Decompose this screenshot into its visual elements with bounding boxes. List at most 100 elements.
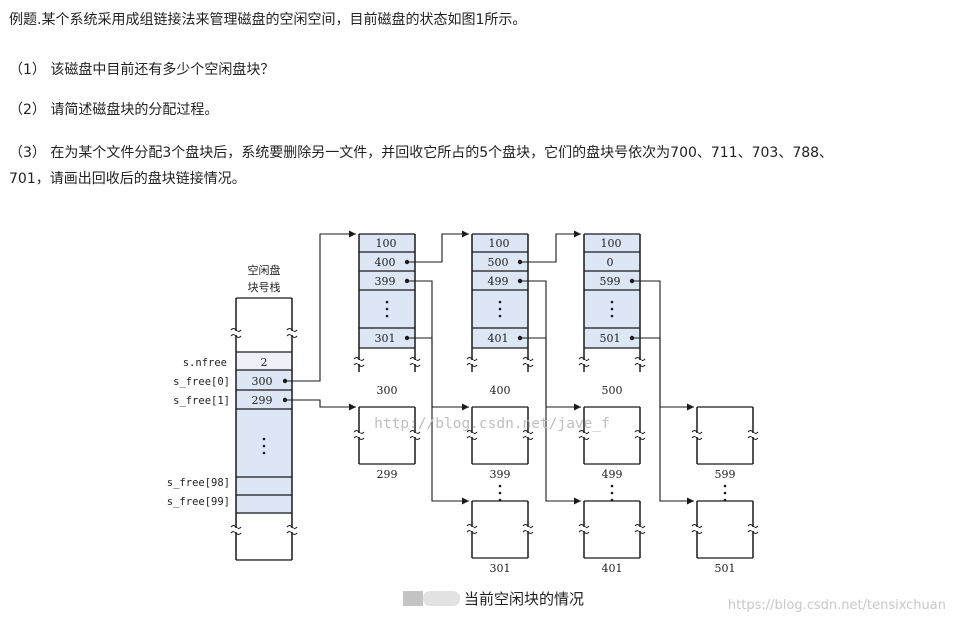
leaf-block-number: 501 (715, 562, 736, 575)
group-cell-next: 400 (375, 256, 396, 269)
break-mark (522, 524, 534, 528)
break-mark (522, 363, 534, 367)
break-mark (747, 436, 759, 440)
ellipsis-dot (385, 300, 389, 304)
break-gap (470, 360, 474, 364)
break-gap (470, 527, 474, 531)
label-free1: s_free[1] (173, 395, 230, 407)
break-gap (638, 433, 642, 437)
group-cell-count: 100 (376, 237, 397, 250)
ellipsis-dot (610, 491, 614, 495)
break-mark (634, 524, 646, 528)
break-gap (234, 331, 238, 335)
break-gap (413, 360, 417, 364)
break-mark (747, 530, 759, 534)
leaf-block-number: 499 (602, 468, 623, 481)
break-mark (578, 363, 590, 367)
break-mark (466, 363, 478, 367)
break-mark (466, 357, 478, 361)
break-gap (470, 433, 474, 437)
group-cell-last: 301 (375, 332, 396, 345)
break-mark (353, 363, 365, 367)
break-mark (578, 524, 590, 528)
link-arrow (632, 280, 694, 411)
ellipsis-dot (610, 484, 614, 488)
break-mark (286, 334, 298, 338)
break-gap (751, 433, 755, 437)
break-mark (578, 436, 590, 440)
break-mark (286, 531, 298, 535)
link-arrow (520, 280, 581, 411)
break-mark (409, 357, 421, 361)
caption: 当前空闲块的情况 (464, 590, 584, 608)
break-mark (466, 436, 478, 440)
caption-mask (403, 591, 460, 606)
break-mark (353, 357, 365, 361)
group-block-number: 500 (602, 384, 623, 397)
link-arrow (285, 230, 356, 382)
label-nfree: s.nfree (183, 357, 227, 369)
stack-value-free0: 300 (252, 375, 273, 388)
break-gap (290, 331, 294, 335)
break-gap (526, 527, 530, 531)
ellipsis-dot (385, 307, 389, 311)
break-mark (578, 430, 590, 434)
stack-value-nfree: 2 (261, 356, 268, 369)
leaf-block-401: 401 (578, 500, 646, 575)
ellipsis-dot (723, 491, 727, 495)
ellipsis-dot (498, 307, 502, 311)
break-mark (522, 430, 534, 434)
link-arrow (407, 280, 469, 411)
break-mark (578, 357, 590, 361)
group-cell-next: 500 (488, 256, 509, 269)
leaf-block-number: 401 (602, 562, 623, 575)
label-free99: s_free[99] (167, 496, 230, 508)
link-arrow (520, 230, 581, 263)
break-gap (357, 360, 361, 364)
break-mark (230, 531, 242, 535)
stack-title-line1: 空闲盘 (248, 263, 281, 277)
question-3-line2: 701，请画出回收后的盘块链接情况。 (9, 171, 246, 187)
break-mark (353, 436, 365, 440)
stack-title-line2: 块号栈 (248, 280, 281, 294)
break-mark (466, 524, 478, 528)
ellipsis-dot (262, 451, 266, 455)
question-2: （2） 请简述磁盘块的分配过程。 (9, 102, 219, 118)
leaf-blocks: 299 399 499 599 301 401 501 (353, 406, 759, 575)
break-mark (578, 530, 590, 534)
break-mark (691, 436, 703, 440)
leaf-block-499: 499 (578, 406, 646, 502)
group-cell-entry: 399 (375, 275, 396, 288)
break-mark (230, 525, 242, 529)
break-mark (522, 530, 534, 534)
group-cell-last: 401 (488, 332, 509, 345)
leaf-block-number: 399 (490, 468, 511, 481)
group-blocks: 1004003993013001005004994014001000599501… (353, 233, 646, 397)
break-mark (747, 430, 759, 434)
leaf-block-number: 299 (377, 468, 398, 481)
question-intro: 例题.某个系统采用成组链接法来管理磁盘的空闲空间，目前磁盘的状态如图1所示。 (9, 12, 527, 28)
leaf-block-599: 599 (691, 406, 759, 502)
break-gap (290, 528, 294, 532)
ellipsis-dot (262, 444, 266, 448)
question-1: （1） 该磁盘中目前还有多少个空闲盘块？ (9, 62, 275, 78)
ellipsis-dot (498, 491, 502, 495)
break-mark (634, 363, 646, 367)
group-cell-last: 501 (600, 332, 621, 345)
break-gap (234, 528, 238, 532)
break-gap (413, 433, 417, 437)
break-gap (638, 360, 642, 364)
ellipsis-dot (498, 484, 502, 488)
break-gap (638, 527, 642, 531)
ellipsis-dot (498, 300, 502, 304)
group-cell-entry: 599 (600, 275, 621, 288)
label-free0: s_free[0] (173, 376, 230, 388)
break-gap (582, 360, 586, 364)
leaf-block-number: 301 (490, 562, 511, 575)
break-gap (526, 433, 530, 437)
leaf-block-299: 299 (353, 406, 421, 481)
